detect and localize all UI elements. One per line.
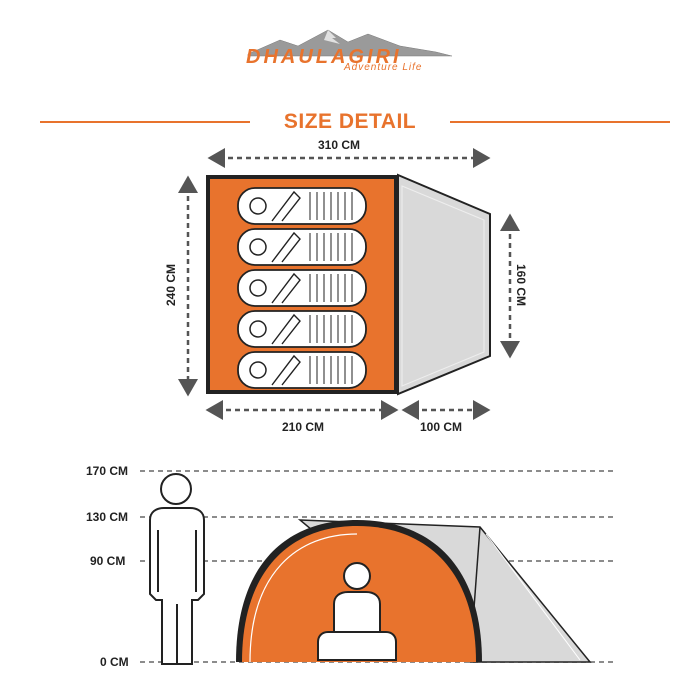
height-label-90: 90 CM bbox=[90, 554, 126, 568]
brand-logo bbox=[247, 29, 453, 57]
label-inner-length: 210 CM bbox=[282, 420, 325, 434]
height-label-170: 170 CM bbox=[86, 464, 129, 478]
section-title: SIZE DETAIL bbox=[283, 110, 417, 133]
sleeping-bag-icon bbox=[237, 187, 367, 225]
title-rule-left bbox=[40, 121, 250, 123]
sleeping-bag-icon bbox=[237, 351, 367, 389]
sleeping-bags bbox=[237, 187, 367, 389]
floor-plan-diagram bbox=[178, 148, 520, 420]
sleeping-bag-icon bbox=[237, 310, 367, 348]
seated-person-icon bbox=[317, 562, 397, 661]
vestibule-area bbox=[397, 173, 491, 396]
height-label-130: 130 CM bbox=[86, 510, 129, 524]
label-width: 240 CM bbox=[164, 263, 179, 307]
brand-tagline: Adventure Life bbox=[344, 62, 423, 73]
label-vestibule-depth: 160 CM bbox=[514, 263, 529, 307]
sleeping-bag-icon bbox=[237, 269, 367, 307]
label-vestibule-length: 100 CM bbox=[420, 420, 463, 434]
standing-person-icon bbox=[149, 473, 205, 665]
mountain-logo-icon bbox=[247, 29, 453, 57]
height-diagram bbox=[140, 470, 615, 665]
sleeping-bag-icon bbox=[237, 228, 367, 266]
brand-name: DHAULAGIRI bbox=[246, 46, 402, 68]
height-label-0: 0 CM bbox=[100, 655, 129, 669]
title-rule-right bbox=[450, 121, 670, 123]
label-total-length: 310 CM bbox=[318, 138, 361, 152]
